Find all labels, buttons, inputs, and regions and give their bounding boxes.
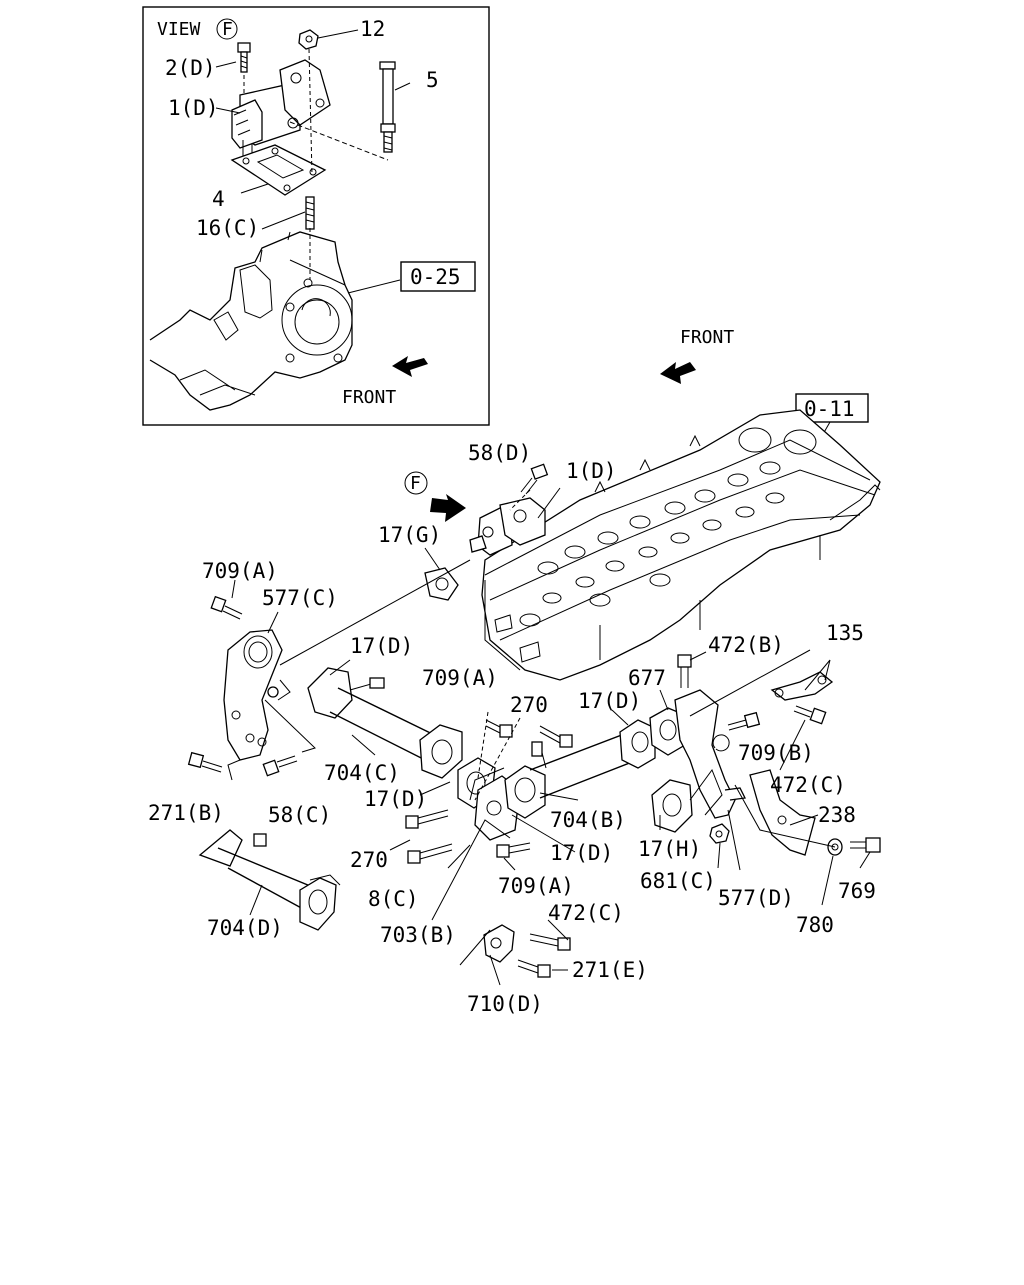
main-front-arrow-icon: [660, 362, 696, 384]
egr-valve-main: [469, 497, 546, 556]
main-front-label: FRONT: [680, 327, 734, 348]
bolt-769: [850, 837, 881, 853]
bracket-238: [749, 769, 816, 856]
egr-cooler-704c: [307, 667, 463, 779]
inset-view-f: VIEW F: [142, 6, 490, 426]
inset-front-label: FRONT: [342, 387, 396, 408]
label-472c-1: 472(C): [770, 773, 846, 797]
stud-16c-inset: [305, 196, 315, 230]
bolt-709b: [727, 711, 761, 731]
label-1d-main: 1(D): [566, 459, 617, 483]
inset-ref-box: [400, 261, 476, 292]
view-f-marker: F: [410, 473, 421, 494]
label-270-2: 270: [350, 848, 388, 872]
label-8c: 8(C): [368, 887, 419, 911]
label-17d-2: 17(D): [578, 689, 641, 713]
label-16c: 16(C): [196, 216, 259, 240]
bolt-271e: [517, 959, 551, 978]
bracket-710d: [483, 924, 515, 963]
label-472b: 472(B): [708, 633, 784, 657]
label-704c: 704(C): [324, 761, 400, 785]
label-577d: 577(D): [718, 886, 794, 910]
egr-valve-inset: [231, 59, 331, 159]
bolt-58d: [520, 463, 549, 495]
label-58c: 58(C): [268, 803, 331, 827]
nut-12-inset: [298, 29, 319, 50]
label-271b: 271(B): [148, 801, 224, 825]
label-270-1: 270: [510, 693, 548, 717]
label-17g: 17(G): [378, 523, 441, 547]
label-4: 4: [212, 187, 225, 211]
main-view: FRONT 0-11: [148, 327, 881, 1016]
label-780: 780: [796, 913, 834, 937]
inset-leaders: [215, 29, 411, 294]
label-677: 677: [628, 666, 666, 690]
inset-view-letter: F: [222, 19, 233, 40]
egr-pipe-704d: [198, 829, 341, 931]
gasket-4-inset: [230, 144, 327, 196]
label-577c: 577(C): [262, 586, 338, 610]
label-710d: 710(D): [467, 992, 543, 1016]
main-ref-box: [795, 393, 869, 423]
nut-681c: [709, 823, 730, 844]
label-271e: 271(E): [572, 958, 648, 982]
stud-5-inset: [379, 61, 396, 153]
label-2d: 2(D): [165, 56, 216, 80]
bolt-270-2: [405, 809, 449, 829]
bolt-472c-1: [793, 705, 827, 725]
bolt-8c: [407, 843, 453, 864]
egr-cooler-704b: [529, 719, 656, 799]
label-709a-2: 709(A): [422, 666, 498, 690]
label-704d: 704(D): [207, 916, 283, 940]
label-703b: 703(B): [380, 923, 456, 947]
bolt-270-1: [539, 725, 573, 748]
label-17d-4: 17(D): [550, 841, 613, 865]
inset-ref-box-text: 0-25: [410, 265, 461, 289]
label-709b: 709(B): [738, 741, 814, 765]
main-ref-box-text: 0-11: [804, 397, 855, 421]
label-472c-2: 472(C): [548, 901, 624, 925]
view-f-arrow-icon: [430, 494, 466, 522]
bracket-135: [770, 671, 834, 701]
label-17d-3: 17(D): [364, 787, 427, 811]
bolt-472b: [677, 654, 692, 688]
label-135: 135: [826, 621, 864, 645]
label-238: 238: [818, 803, 856, 827]
bolt-271b: [187, 751, 223, 773]
inset-view-letter-circle: [216, 18, 238, 40]
label-709a-1: 709(A): [202, 559, 278, 583]
head-section-inset: [149, 231, 353, 411]
inset-view-prefix: VIEW: [157, 19, 201, 40]
label-17h: 17(H): [638, 837, 701, 861]
label-5: 5: [426, 68, 439, 92]
pipe-577d: [651, 689, 746, 833]
inset-frame: [142, 6, 490, 426]
bolt-58c: [262, 755, 298, 777]
inset-front-arrow-icon: [392, 356, 428, 377]
label-769: 769: [838, 879, 876, 903]
gasket-17g: [424, 567, 459, 601]
label-17d-1: 17(D): [350, 634, 413, 658]
bolt-2d-inset: [237, 42, 251, 73]
gaskets-17d-center: [457, 757, 546, 841]
view-f-marker-circle: [404, 471, 428, 495]
bolt-709a-3: [496, 842, 531, 858]
label-704b: 704(B): [550, 808, 626, 832]
bolt-472c-2: [529, 933, 571, 951]
label-12: 12: [360, 17, 385, 41]
label-681c: 681(C): [640, 869, 716, 893]
bolt-709a-1: [210, 595, 243, 620]
cylinder-head: [481, 409, 881, 681]
bolt-709a-2: [485, 719, 513, 738]
label-1d-inset: 1(D): [168, 96, 219, 120]
main-leaders: [227, 487, 871, 986]
pipe-577c: [223, 629, 291, 761]
label-709a-3: 709(A): [498, 874, 574, 898]
label-58d: 58(D): [468, 441, 531, 465]
